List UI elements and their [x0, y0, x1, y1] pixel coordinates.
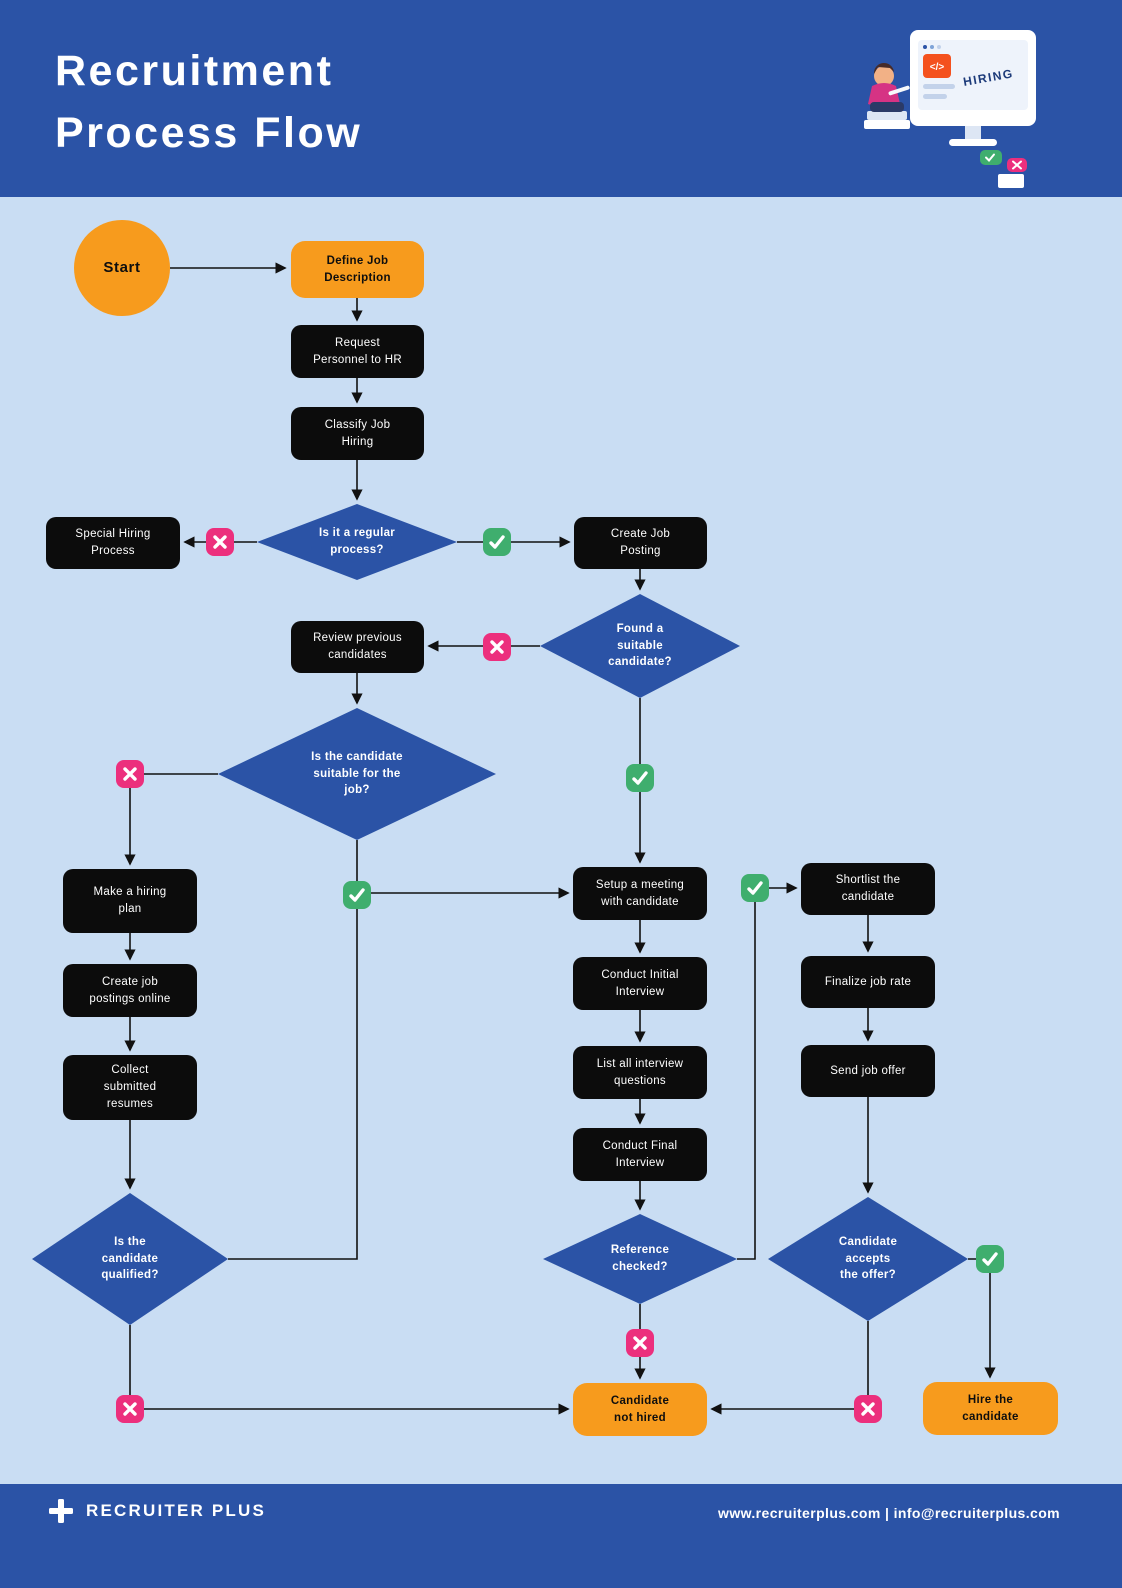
node-label: Is it a regular process?: [318, 527, 396, 556]
node-label: Conduct Final Interview: [602, 1139, 678, 1169]
header-banner: Recruitment Process Flow </>: [0, 0, 1122, 197]
flow-node-send-job-offer: Send job offer: [801, 1045, 935, 1097]
flow-decision-found-suitable-candidate: Found a suitable candidate?: [540, 594, 740, 698]
check-icon: [343, 881, 371, 909]
node-label: Send job offer: [830, 1064, 906, 1077]
node-label: Special Hiring Process: [75, 528, 151, 557]
node-label: Request Personnel to HR: [313, 336, 402, 366]
flow-decision-reference-checked: Reference checked?: [543, 1214, 737, 1304]
node-label: Reference checked?: [610, 1244, 670, 1273]
node-label: Make a hiring plan: [93, 886, 167, 915]
flow-node-special-hiring-process: Special Hiring Process: [46, 517, 180, 569]
check-icon: [483, 528, 511, 556]
flow-node-hire-the-candidate: Hire the candidate: [923, 1382, 1058, 1435]
flow-decision-is-candidate-qualified: Is the candidate qualified?: [32, 1193, 228, 1325]
flow-node-conduct-final-interview: Conduct Final Interview: [573, 1128, 707, 1181]
flow-node-candidate-not-hired: Candidate not hired: [573, 1383, 707, 1436]
node-label: Candidate not hired: [610, 1394, 670, 1424]
node-label: Start: [103, 259, 141, 277]
cross-icon: [854, 1395, 882, 1423]
node-label: Shortlist the candidate: [835, 874, 901, 903]
node-label: Is the candidate suitable for the job?: [311, 750, 403, 797]
footer-contact: www.recruiterplus.com | info@recruiterpl…: [718, 1505, 1060, 1521]
connector: [124, 773, 218, 866]
node-label: Review previous candidates: [313, 632, 402, 661]
node-label: Candidate accepts the offer?: [838, 1235, 898, 1282]
connector: [228, 840, 358, 1260]
node-label: Collect submitted resumes: [103, 1064, 157, 1110]
node-label: Is the candidate qualified?: [101, 1235, 159, 1282]
hiring-illustration: </> HIRING: [852, 14, 1052, 195]
connector: [737, 882, 798, 1260]
node-label: Classify Job Hiring: [324, 418, 391, 448]
flow-node-request-personnel-to-hr: Request Personnel to HR: [291, 325, 424, 378]
approve-reject-buttons-graphic: [980, 150, 1027, 188]
flow-node-collect-submitted-resumes: Collect submitted resumes: [63, 1055, 197, 1120]
check-icon: [976, 1245, 1004, 1273]
page-title-line1: Recruitment: [55, 47, 334, 95]
connector: [968, 1258, 996, 1379]
cross-icon: [626, 1329, 654, 1357]
node-label: Conduct Initial Interview: [601, 968, 679, 998]
cross-icon: [116, 1395, 144, 1423]
person-graphic: [864, 62, 910, 129]
flow-decision-is-candidate-suitable: Is the candidate suitable for the job?: [218, 708, 496, 840]
flow-decision-candidate-accepts-offer: Candidate accepts the offer?: [768, 1197, 968, 1321]
node-label: Found a suitable candidate?: [608, 622, 672, 669]
node-label: Finalize job rate: [824, 975, 912, 988]
flow-node-list-all-interview-questions: List all interview questions: [573, 1046, 707, 1099]
check-icon: [626, 764, 654, 792]
node-label: Define Job Description: [324, 254, 391, 284]
cross-icon: [483, 633, 511, 661]
node-label: Create job postings online: [89, 975, 171, 1005]
node-label: Hire the candidate: [962, 1393, 1019, 1423]
page-title-line2: Process Flow: [55, 109, 363, 158]
flow-node-shortlist-the-candidate: Shortlist the candidate: [801, 863, 935, 915]
node-label: List all interview questions: [596, 1057, 684, 1087]
hiring-illustration-graphic: </> HIRING: [864, 30, 1036, 188]
flow-node-create-job-posting: Create Job Posting: [574, 517, 707, 569]
flow-node-setup-meeting-with-candidate: Setup a meeting with candidate: [573, 867, 707, 920]
flow-decision-is-regular-process: Is it a regular process?: [257, 504, 457, 580]
check-icon: [741, 874, 769, 902]
page-title: Recruitment Process Flow: [55, 40, 362, 165]
flow-node-review-previous-candidates: Review previous candidates: [291, 621, 424, 673]
flow-node-define-job-description: Define Job Description: [291, 241, 424, 298]
flow-node-make-hiring-plan: Make a hiring plan: [63, 869, 197, 933]
flow-node-classify-job-hiring: Classify Job Hiring: [291, 407, 424, 460]
monitor-graphic: </> HIRING: [910, 30, 1036, 146]
flow-node-start: Start: [74, 220, 170, 316]
flow-node-create-job-postings-online: Create job postings online: [63, 964, 197, 1017]
node-label: Create Job Posting: [610, 528, 671, 557]
code-icon: </>: [930, 62, 945, 73]
flow-node-conduct-initial-interview: Conduct Initial Interview: [573, 957, 707, 1010]
plus-icon: [49, 1499, 73, 1523]
node-label: Setup a meeting with candidate: [595, 878, 685, 908]
cross-icon: [206, 528, 234, 556]
connector: [129, 1325, 570, 1415]
brand-logo: RECRUITER PLUS: [48, 1498, 266, 1524]
footer-banner: RECRUITER PLUS www.recruiterplus.com | i…: [0, 1484, 1122, 1588]
cross-icon: [116, 760, 144, 788]
connector: [710, 1321, 869, 1415]
brand-name: RECRUITER PLUS: [86, 1501, 267, 1520]
flow-node-finalize-job-rate: Finalize job rate: [801, 956, 935, 1008]
